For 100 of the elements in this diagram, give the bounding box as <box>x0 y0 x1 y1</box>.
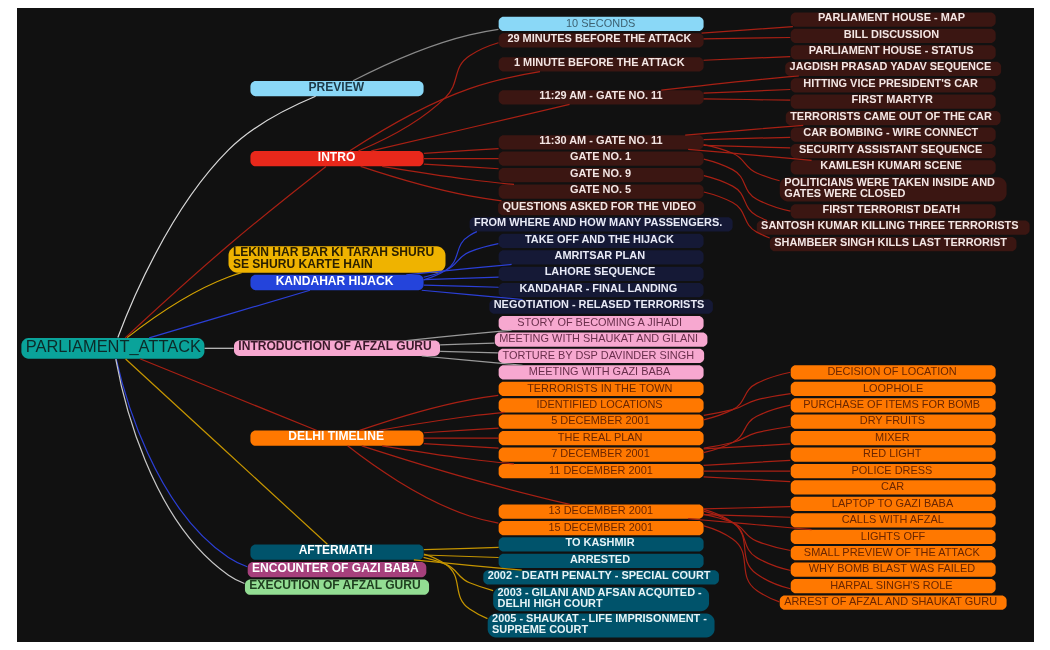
connector <box>702 98 791 101</box>
node-box: PARLIAMENT HOUSE - MAP <box>790 12 996 27</box>
connector <box>702 36 791 40</box>
connector <box>378 411 505 432</box>
connector <box>358 394 499 432</box>
connector <box>422 148 499 154</box>
connector <box>702 425 791 449</box>
node-box: TORTURE BY DSP DAVINDER SINGH <box>497 348 704 364</box>
connector <box>422 546 499 551</box>
node-box: 15 DECEMBER 2001 <box>498 520 704 536</box>
node-box: KANDAHAR HIJACK <box>249 274 424 291</box>
connector <box>687 148 812 161</box>
node-box: 10 SECONDS <box>498 16 704 31</box>
node-box: LAHORE SEQUENCE <box>498 266 704 281</box>
node-box: PARLIAMENT HOUSE - STATUS <box>790 45 996 60</box>
connector <box>702 88 791 94</box>
node-box: NEGOTIATION - RELASED TERRORISTS <box>488 299 713 314</box>
node-box: IDENTIFIED LOCATIONS <box>498 398 704 413</box>
connector <box>702 510 791 572</box>
node-box: EXECUTION OF AFZAL GURU <box>244 579 429 595</box>
connector <box>684 124 804 136</box>
node-box: MIXER <box>790 431 996 446</box>
connector <box>422 243 499 278</box>
connector <box>422 231 477 281</box>
node-box: 29 MINUTES BEFORE THE ATTACK <box>498 33 704 48</box>
connector <box>687 518 812 531</box>
connector <box>420 355 523 366</box>
node-box: INTRODUCTION OF AFZAL GURU <box>233 340 440 356</box>
connector <box>439 342 495 346</box>
node-box: SECURITY ASSISTANT SEQUENCE <box>790 143 996 159</box>
connector <box>702 393 791 416</box>
node-box: MEETING WITH GAZI BABA <box>498 365 704 380</box>
node-box: GATE NO. 9 <box>498 168 704 183</box>
node-box: PURCHASE OF ITEMS FOR BOMB <box>790 398 996 413</box>
connector <box>702 158 791 212</box>
node-box: RED LIGHT <box>790 447 996 462</box>
node-box: GATE NO. 5 <box>498 184 704 199</box>
connector <box>348 71 541 152</box>
connector <box>148 289 311 339</box>
connector <box>381 165 515 186</box>
node-box: CAR <box>790 480 996 495</box>
node-box: LIGHTS OFF <box>790 529 996 544</box>
connector <box>702 443 791 450</box>
connector <box>702 371 791 421</box>
connector <box>422 276 499 281</box>
node-box: AFTERMATH <box>249 544 424 560</box>
node-box: 11:30 AM - GATE NO. 11 <box>498 135 704 150</box>
node-box: INTRO <box>249 151 424 167</box>
node-box: ARRESTED <box>498 553 704 568</box>
connector <box>124 165 327 339</box>
node-box: 13 DECEMBER 2001 <box>498 504 704 519</box>
connector <box>126 272 242 339</box>
node-box: HITTING VICE PRESIDENT'S CAR <box>790 78 996 93</box>
node-box: BILL DISCUSSION <box>790 28 996 44</box>
connector <box>346 445 499 524</box>
connector <box>351 28 499 82</box>
connector <box>422 437 499 439</box>
connector <box>702 508 791 590</box>
node-box: MEETING WITH SHAUKAT AND GILANI <box>494 332 707 347</box>
connector <box>360 445 570 506</box>
node-box: TERRORISTS CAME OUT OF THE CAR <box>785 111 1001 126</box>
node-box: FIRST MARTYR <box>790 94 996 109</box>
node-box: 11:29 AM - GATE NO. 11 <box>498 90 704 105</box>
connector <box>116 95 316 339</box>
node-box: STORY OF BECOMING A JIHADI <box>498 315 704 331</box>
node-box: THE REAL PLAN <box>498 431 704 446</box>
node-box: DELHI TIMELINE <box>249 430 424 446</box>
connector <box>702 191 770 239</box>
node-box: QUESTIONS ASKED FOR THE VIDEO <box>497 200 704 216</box>
node-box: CALLS WITH AFZAL <box>790 513 996 528</box>
connector <box>702 144 780 182</box>
connector <box>422 427 499 434</box>
connector <box>702 56 791 61</box>
node-box: 7 DECEMBER 2001 <box>498 447 704 462</box>
connector <box>702 470 791 472</box>
connector <box>138 358 318 432</box>
node-box: SMALL PREVIEW OF THE ATTACK <box>790 546 996 561</box>
node-box: CAR BOMBING - WIRE CONNECT <box>790 127 996 142</box>
connector <box>422 556 494 592</box>
connector <box>124 358 328 545</box>
node-box: SHAMBEER SINGH KILLS LAST TERRORIST <box>769 237 1016 252</box>
node-box: TAKE OFF AND THE HIJACK <box>498 233 704 248</box>
connector <box>359 165 502 202</box>
connector <box>702 476 791 483</box>
node-box: ARREST OF AFZAL AND SHAUKAT GURU <box>779 595 1007 610</box>
connector <box>702 174 768 222</box>
node-box: KAMLESH KUMARI SCENE <box>790 160 996 175</box>
connector <box>422 554 499 559</box>
node-box: AMRITSAR PLAN <box>498 250 704 265</box>
node-box: GATE NO. 1 <box>498 151 704 166</box>
node-box: TO KASHMIR <box>498 537 704 552</box>
connector <box>370 103 570 152</box>
node-box: LAPTOP TO GAZI BABA <box>790 496 996 512</box>
node-box: 1 MINUTE BEFORE THE ATTACK <box>498 57 704 72</box>
connector <box>381 445 515 465</box>
node-box: 2003 - GILANI AND AFSAN ACQUITED - DELHI HIGH COURT <box>492 587 709 612</box>
connector <box>423 553 488 620</box>
node-box: POLITICIANS WERE TAKEN INSIDE AND GATES WERE CLOSED <box>779 177 1007 202</box>
connector <box>422 163 499 170</box>
node-box: LOOPHOLE <box>790 381 996 396</box>
